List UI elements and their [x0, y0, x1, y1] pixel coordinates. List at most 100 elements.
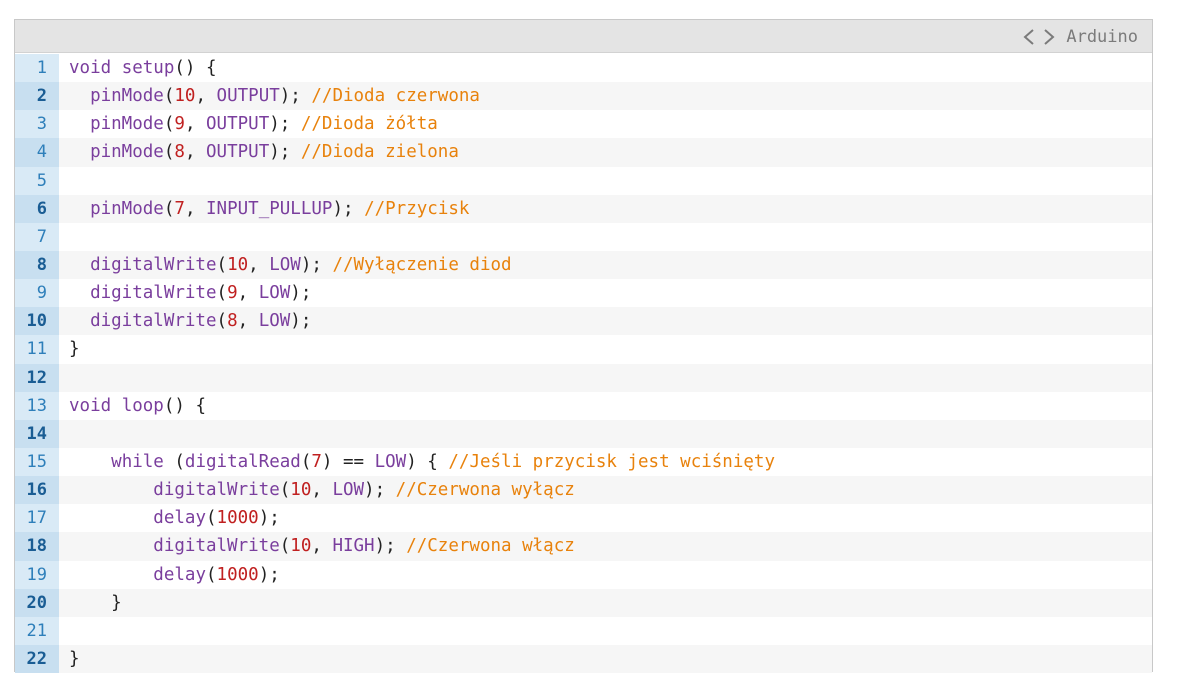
line-number: 19	[15, 560, 59, 589]
code-token: LOW	[258, 283, 291, 304]
code-token: delay	[153, 564, 206, 585]
code-token: 1000	[216, 564, 259, 585]
code-token: digitalWrite	[153, 536, 280, 557]
code-token	[69, 565, 153, 585]
code-token	[69, 508, 153, 528]
code-token: );	[364, 480, 396, 501]
code-token: digitalWrite	[90, 254, 217, 275]
code-token: (	[279, 480, 291, 501]
line-number: 8	[15, 250, 59, 280]
line-number: 5	[15, 166, 59, 195]
code-token: ,	[184, 198, 207, 219]
code-text	[59, 223, 69, 251]
code-token: 8	[227, 311, 238, 332]
code-token	[69, 255, 90, 275]
code-token: (	[216, 283, 228, 304]
code-token: HIGH	[332, 536, 375, 557]
code-token: );	[269, 142, 301, 163]
code-token: ) ==	[321, 451, 375, 472]
line-number: 9	[15, 279, 59, 308]
code-line: 21	[15, 616, 1152, 645]
code-token: void	[69, 58, 112, 78]
code-token: pinMode	[90, 142, 164, 163]
code-text: }	[59, 645, 80, 673]
code-token: );	[269, 114, 301, 135]
code-text	[59, 420, 69, 448]
line-number: 11	[15, 335, 59, 364]
code-token: (	[216, 254, 228, 275]
code-text	[59, 167, 69, 195]
code-token: 10	[290, 480, 312, 501]
code-text: void loop() {	[59, 392, 206, 420]
code-token: }	[69, 648, 80, 669]
code-token: 1000	[216, 508, 259, 529]
code-token: OUTPUT	[206, 114, 270, 135]
code-token	[69, 114, 90, 134]
code-text	[59, 364, 69, 392]
code-token	[69, 480, 153, 500]
code-toolbar: Arduino	[15, 20, 1152, 53]
code-token: ,	[237, 311, 259, 332]
code-token: ,	[311, 536, 333, 557]
code-token: 8	[174, 142, 185, 163]
code-token: 10	[290, 536, 312, 557]
code-token: ,	[237, 283, 259, 304]
language-indicator[interactable]: Arduino	[1022, 20, 1138, 53]
code-token: digitalWrite	[153, 480, 280, 501]
code-line: 9 digitalWrite(9, LOW);	[15, 279, 1152, 308]
code-text: digitalWrite(10, LOW); //Czerwona wyłącz	[59, 476, 574, 504]
code-token	[69, 283, 90, 303]
code-text: pinMode(9, OUTPUT); //Dioda żółta	[59, 110, 438, 138]
code-text: digitalWrite(8, LOW);	[59, 307, 311, 335]
code-token: (	[163, 114, 175, 135]
code-token: (	[216, 311, 228, 332]
line-number: 18	[15, 532, 59, 561]
line-number: 7	[15, 222, 59, 251]
code-token: setup	[121, 58, 175, 78]
code-line: 10 digitalWrite(8, LOW);	[15, 307, 1152, 336]
code-line: 4 pinMode(8, OUTPUT); //Dioda zielona	[15, 138, 1152, 167]
code-token	[69, 142, 90, 162]
code-token: loop	[121, 395, 164, 416]
line-number: 16	[15, 476, 59, 505]
code-token	[111, 58, 122, 78]
code-token: INPUT_PULLUP	[206, 198, 333, 219]
code-line: 19 delay(1000);	[15, 560, 1152, 589]
code-token: (	[279, 536, 291, 557]
code-token: pinMode	[90, 198, 164, 219]
line-number: 14	[15, 419, 59, 448]
code-token: LOW	[332, 480, 365, 501]
line-number: 22	[15, 644, 59, 674]
code-token: LOW	[258, 311, 291, 332]
code-token: 7	[311, 451, 322, 472]
code-token: () {	[163, 395, 207, 416]
code-token: LOW	[374, 451, 407, 472]
code-token: OUTPUT	[216, 86, 280, 107]
code-text: digitalWrite(10, LOW); //Wyłączenie diod	[59, 251, 511, 279]
code-token: ,	[184, 142, 207, 163]
code-token: ,	[248, 254, 270, 275]
code-line: 3 pinMode(9, OUTPUT); //Dioda żółta	[15, 110, 1152, 139]
line-number: 15	[15, 447, 59, 477]
code-token: digitalWrite	[90, 311, 217, 332]
code-line: 16 digitalWrite(10, LOW); //Czerwona wył…	[15, 476, 1152, 505]
code-token: (	[300, 451, 312, 472]
code-token: );	[332, 198, 365, 219]
line-number: 13	[15, 391, 59, 420]
code-text: digitalWrite(9, LOW);	[59, 279, 311, 307]
language-label: Arduino	[1066, 26, 1138, 47]
code-token: (	[163, 142, 175, 163]
code-line: 2 pinMode(10, OUTPUT); //Dioda czerwona	[15, 82, 1152, 111]
code-text: digitalWrite(10, HIGH); //Czerwona włącz	[59, 532, 574, 560]
code-token: ) {	[406, 451, 449, 472]
code-token: delay	[153, 508, 206, 529]
code-text: }	[59, 589, 122, 617]
code-token: ,	[184, 114, 207, 135]
code-token	[69, 311, 90, 331]
line-number: 17	[15, 504, 59, 533]
code-token: 10	[227, 254, 249, 275]
